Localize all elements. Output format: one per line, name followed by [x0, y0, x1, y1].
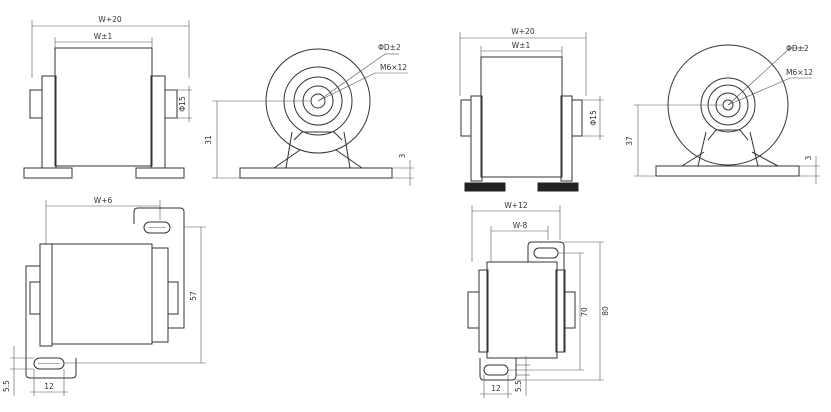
- dim-body-width: W±1: [94, 32, 113, 41]
- dim-width: W+12: [504, 201, 527, 210]
- dim-length: 57: [189, 291, 198, 301]
- right-front-view: W+20 W±1 Φ15: [459, 27, 604, 192]
- base-plate: [239, 167, 393, 179]
- dim-slot-offset: 5.5: [2, 380, 11, 392]
- housing: [51, 243, 153, 345]
- right-top-view: W+12 W-8 70 80 5.5 1: [467, 201, 610, 398]
- dim-overall-width: W+20: [511, 27, 534, 36]
- dim-roller-diameter: ΦD±2: [786, 44, 809, 53]
- dim-height: 31: [204, 135, 213, 145]
- dim-shaft: Φ15: [589, 110, 598, 126]
- dim-slot: 12: [44, 382, 54, 391]
- base-plate: [655, 165, 800, 177]
- dim-roller-diameter: ΦD±2: [378, 43, 401, 52]
- housing: [480, 56, 563, 178]
- dim-height: 37: [625, 136, 634, 146]
- dim-shaft: Φ15: [178, 96, 187, 112]
- dim-inner-length: 70: [580, 307, 589, 317]
- left-top-view: W+6 57 5.5 12: [2, 196, 206, 396]
- dim-base-thickness: 3: [804, 155, 813, 160]
- left-front-view: W+20 W±1 Φ15: [23, 15, 192, 179]
- dim-base-thickness: 3: [398, 153, 407, 158]
- left-side-view: ΦD±2 M6×12 31 3: [204, 43, 414, 186]
- dim-length: 80: [601, 306, 610, 316]
- dim-slot: 12: [491, 384, 501, 393]
- housing: [54, 47, 153, 167]
- dim-width: W+6: [94, 196, 113, 205]
- dim-slot-offset: 5.5: [514, 380, 523, 392]
- right-side-view: ΦD±2 M6×12 37 3: [625, 44, 820, 184]
- dim-screw: M6×12: [786, 68, 813, 77]
- dim-screw: M6×12: [380, 63, 407, 72]
- dim-inner-width: W-8: [513, 221, 528, 230]
- dim-body-width: W±1: [512, 41, 531, 50]
- dim-overall-width: W+20: [98, 15, 121, 24]
- housing: [486, 261, 558, 359]
